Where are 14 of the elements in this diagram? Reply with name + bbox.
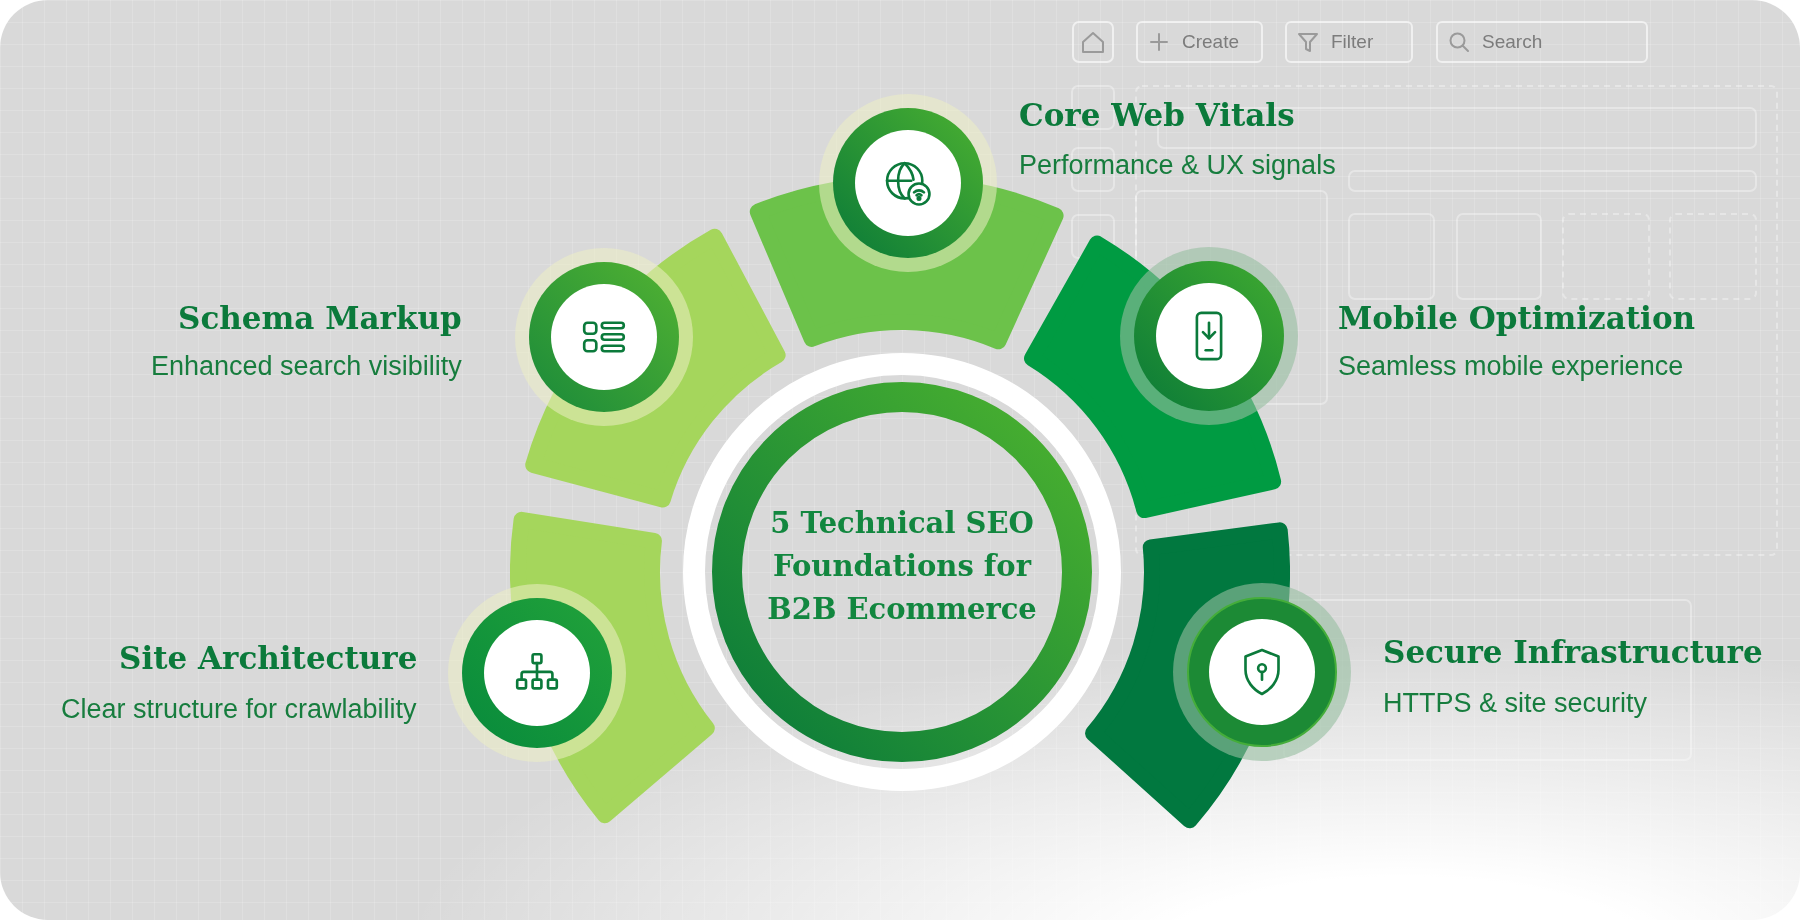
segment-heading: Schema Markup bbox=[178, 299, 462, 337]
segment-heading: Site Architecture bbox=[119, 639, 418, 677]
segment-heading: Secure Infrastructure bbox=[1383, 633, 1763, 671]
search-field: Search bbox=[1436, 21, 1648, 63]
segment-heading: Mobile Optimization bbox=[1338, 299, 1696, 337]
hub-title: 5 Technical SEO Foundations for B2B Ecommerce bbox=[766, 504, 1038, 628]
segment-description: Clear structure for crawlability bbox=[61, 693, 417, 725]
segment-description: HTTPS & site security bbox=[1383, 687, 1648, 719]
segment-heading: Core Web Vitals bbox=[1019, 96, 1295, 134]
segment-description: Enhanced search visibility bbox=[151, 350, 462, 382]
segment-description: Performance & UX signals bbox=[1019, 149, 1336, 181]
segment-description: Seamless mobile experience bbox=[1338, 350, 1684, 382]
create-button: Create bbox=[1136, 21, 1263, 63]
filter-button: Filter bbox=[1285, 21, 1413, 63]
